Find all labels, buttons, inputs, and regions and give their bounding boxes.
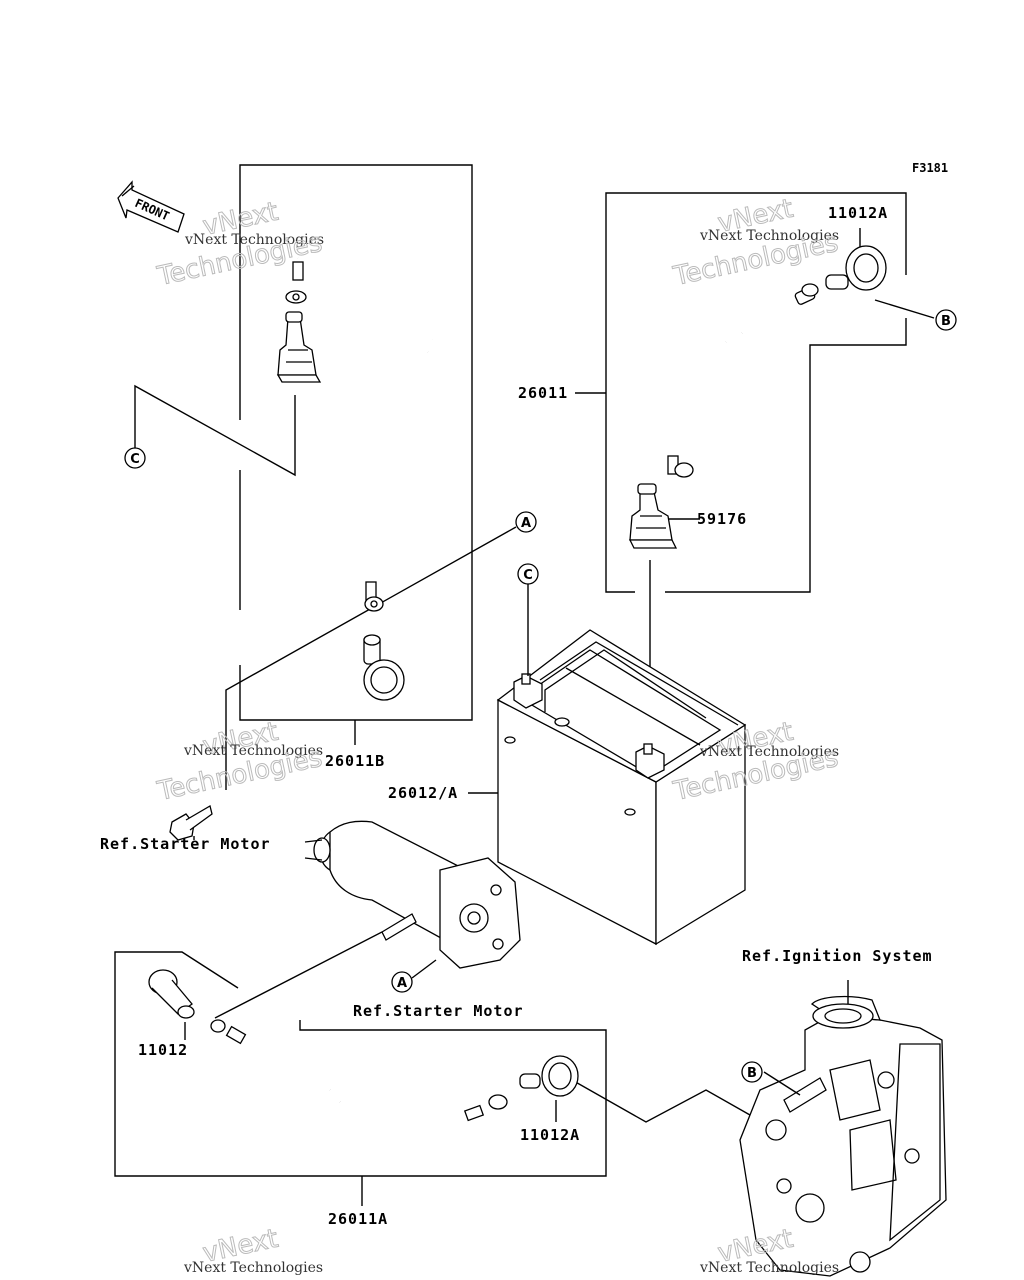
callout-c-left: C: [124, 447, 146, 469]
svg-text:B: B: [941, 314, 951, 329]
label-59176: 59176: [697, 510, 747, 528]
figure-id: F3181: [912, 161, 948, 175]
bolt-starter-motor-left: [169, 805, 213, 841]
label-26012A: 26012/A: [388, 784, 458, 802]
front-arrow-icon: FRONT: [117, 180, 185, 233]
watermark-3: vNext vNext Technologies Technologies: [154, 716, 326, 807]
svg-text:vNext Technologies: vNext Technologies: [184, 232, 324, 248]
callout-b-top: B: [935, 309, 957, 331]
svg-text:A: A: [521, 516, 531, 531]
label-26011: 26011: [518, 384, 568, 402]
svg-text:vNext Technologies: vNext Technologies: [699, 1260, 839, 1276]
svg-text:C: C: [523, 568, 533, 583]
ignition-housing: [739, 980, 947, 1277]
label-11012: 11012: [138, 1041, 188, 1059]
boot-cap-59176: [628, 483, 678, 549]
terminal-cover-11012A-bottom: [519, 1055, 579, 1097]
box-26011A: [114, 931, 751, 1206]
svg-text:vNext Technologies: vNext Technologies: [699, 744, 839, 760]
cable-26011: [667, 283, 819, 478]
boot-cap-left: [276, 311, 322, 383]
label-11012A-bottom: 11012A: [520, 1126, 580, 1144]
cable-26011B: [285, 184, 437, 612]
svg-text:vNext Technologies: vNext Technologies: [183, 1260, 323, 1276]
svg-text:A: A: [397, 976, 407, 991]
svg-text:vNext Technologies: vNext Technologies: [183, 743, 323, 759]
ref-starter-motor-left: Ref.Starter Motor: [100, 835, 271, 853]
callout-b-bottom: B: [741, 1061, 763, 1083]
label-11012A-top: 11012A: [828, 204, 888, 222]
label-26011A: 26011A: [328, 1210, 388, 1228]
label-26011B: 26011B: [325, 752, 385, 770]
box-26011: [575, 192, 935, 750]
callout-a-bottom: A: [391, 971, 413, 993]
callout-a-top: A: [515, 511, 537, 533]
starter-motor: [304, 820, 521, 979]
watermark-2: vNext vNext Technologies Technologies: [670, 193, 842, 292]
svg-text:C: C: [130, 452, 140, 467]
battery: [468, 584, 747, 946]
ref-ignition-system: Ref.Ignition System: [742, 947, 933, 965]
terminal-cap-11012: [148, 969, 195, 1019]
box-26011B: [134, 164, 517, 790]
cable-26011A: [210, 1019, 508, 1130]
ref-starter-motor-center: Ref.Starter Motor: [353, 1002, 524, 1020]
svg-text:vNext Technologies: vNext Technologies: [699, 228, 839, 244]
watermark-5: vNext vNext Technologies: [183, 1223, 323, 1276]
svg-text:B: B: [747, 1066, 757, 1081]
callout-c-battery: C: [517, 563, 539, 585]
terminal-cover-11012A-top: [825, 245, 887, 291]
terminal-cover-left: [363, 634, 405, 701]
